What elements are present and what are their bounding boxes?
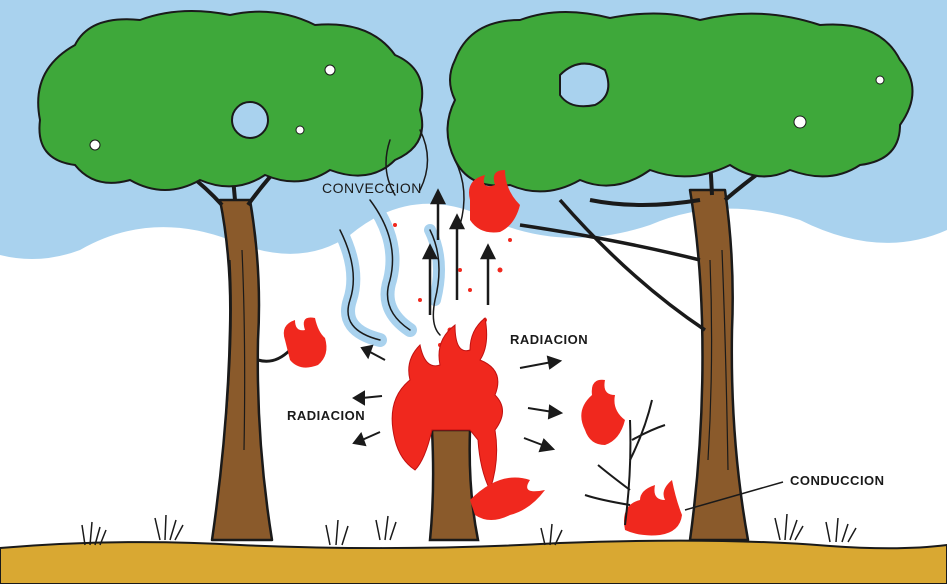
left-tree-canopy bbox=[38, 11, 422, 190]
radiation-label-left: RADIACION bbox=[287, 408, 365, 423]
radiation-arrows-left bbox=[354, 346, 385, 445]
left-branch-fire bbox=[284, 318, 327, 368]
base-fire bbox=[470, 478, 545, 521]
radiation-label-right: RADIACION bbox=[510, 332, 588, 347]
ground bbox=[0, 541, 947, 584]
central-burning-trunk bbox=[430, 430, 478, 540]
conduction-label: CONDUCCION bbox=[790, 473, 885, 488]
convection-label: CONVECCION bbox=[322, 180, 422, 196]
ground-fire bbox=[624, 480, 682, 535]
right-tree-canopy bbox=[448, 12, 913, 191]
radiation-arrows-right bbox=[520, 357, 561, 451]
bush-fire bbox=[581, 380, 625, 445]
